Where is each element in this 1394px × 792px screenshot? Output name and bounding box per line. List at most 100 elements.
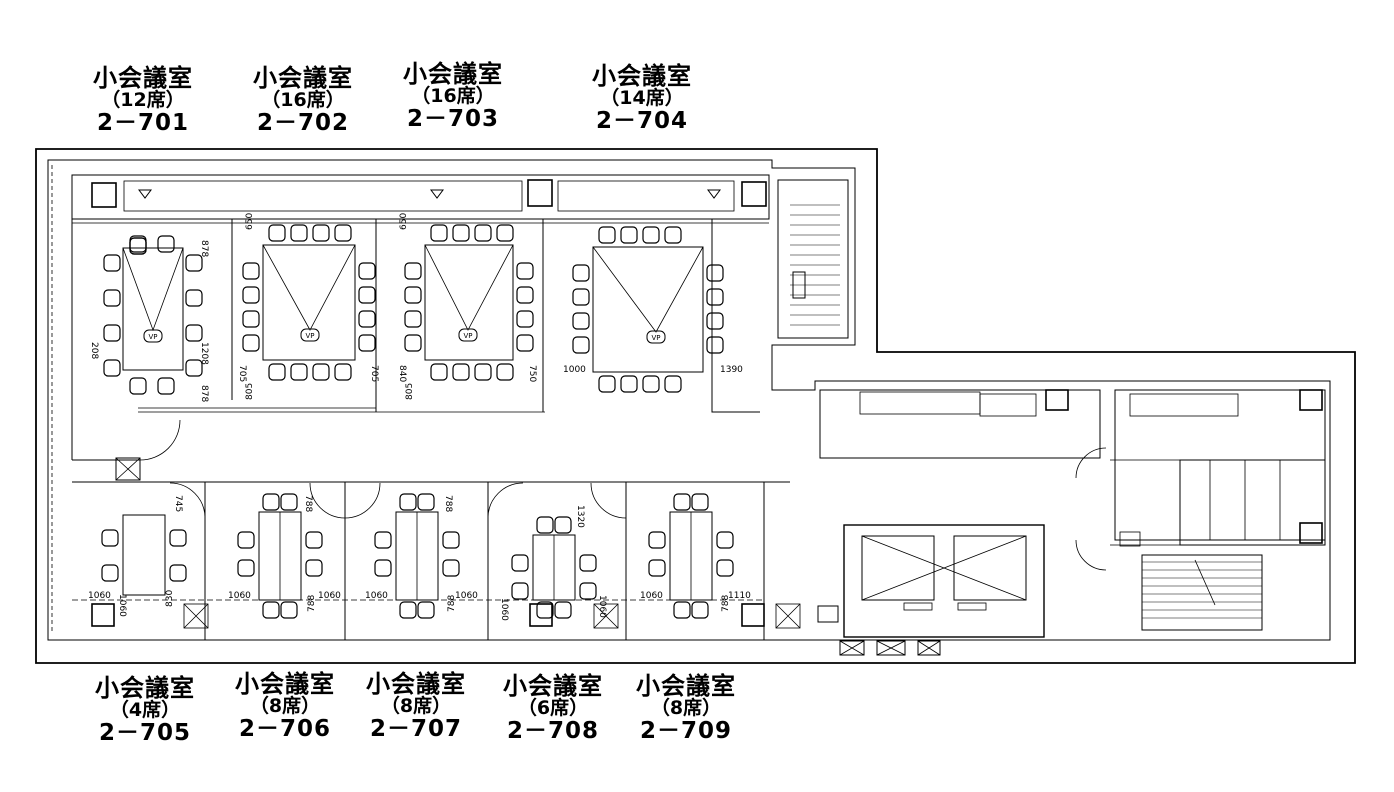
dimension-label: 650	[399, 213, 409, 230]
conference-table	[424, 244, 514, 361]
dimension-label: 788	[443, 495, 453, 512]
chair	[474, 224, 492, 242]
dimension-label: 1060	[640, 591, 663, 601]
projector-label: VP	[463, 332, 472, 340]
conference-table	[592, 246, 704, 373]
chair	[157, 377, 175, 395]
chair	[536, 516, 554, 534]
chair	[169, 529, 187, 547]
chair	[312, 363, 330, 381]
chair	[664, 226, 682, 244]
room-label-2-701: 小会議室 （12席） 2－701	[78, 64, 208, 135]
room-type: 小会議室	[636, 672, 736, 700]
room-number: 2－709	[639, 718, 732, 745]
chair	[358, 286, 376, 304]
projection-line	[122, 247, 184, 332]
conference-table	[262, 244, 356, 361]
chair	[511, 554, 529, 572]
chair	[572, 288, 590, 306]
room-type: 小会議室	[93, 64, 193, 92]
dimension-label: 1060	[499, 598, 509, 621]
chair	[554, 601, 572, 619]
room-label-2-705: 小会議室 （4席） 2－705	[80, 674, 210, 745]
chair	[598, 226, 616, 244]
chair	[404, 334, 422, 352]
dimension-label: 788	[721, 595, 731, 612]
chair	[399, 601, 417, 619]
dimension-label: 1320	[575, 505, 585, 528]
room-number: 2－707	[369, 716, 462, 743]
projector-label: VP	[305, 332, 314, 340]
chair	[452, 363, 470, 381]
column	[91, 182, 117, 208]
room-label-2-706: 小会議室 （8席） 2－706	[220, 670, 350, 741]
chair	[511, 582, 529, 600]
chair	[185, 254, 203, 272]
chair	[417, 493, 435, 511]
chair	[554, 516, 572, 534]
chair	[237, 531, 255, 549]
chair	[169, 564, 187, 582]
chair	[452, 224, 470, 242]
chair	[572, 312, 590, 330]
dimension-label: 650	[245, 213, 255, 230]
room-label-2-704: 小会議室 （14席） 2－704	[577, 62, 707, 133]
dimension-label: 805	[405, 383, 415, 400]
chair	[268, 224, 286, 242]
chair	[691, 601, 709, 619]
projector-icon	[458, 328, 478, 342]
chair	[129, 377, 147, 395]
upper-room-partitions	[71, 219, 760, 460]
dimension-label: 788	[307, 595, 317, 612]
dimension-label: 1060	[597, 595, 607, 618]
chair	[358, 334, 376, 352]
chair	[716, 531, 734, 549]
room-label-2-702: 小会議室 （16席） 2－702	[238, 65, 368, 135]
projection-line	[424, 244, 514, 331]
chair	[312, 224, 330, 242]
dimension-label: 1060	[365, 591, 388, 601]
dimension-label: 805	[245, 383, 255, 400]
chair	[706, 312, 724, 330]
dimension-label: 1390	[720, 365, 743, 375]
room-type: 小会議室	[235, 670, 335, 698]
room-type: 小会議室	[592, 62, 692, 90]
chair	[404, 262, 422, 280]
elevator	[953, 535, 1027, 601]
building-outline	[35, 148, 1356, 664]
room-capacity: （14席）	[600, 87, 684, 110]
chair	[305, 559, 323, 577]
inner-wall	[47, 159, 1331, 641]
dimension-label: 788	[447, 595, 457, 612]
dimension-label: 1060	[228, 591, 251, 601]
dimension-label: 750	[527, 365, 537, 382]
chair	[642, 375, 660, 393]
dimension-label: 1060	[318, 591, 341, 601]
chair	[268, 363, 286, 381]
dimension-label: 705	[237, 365, 247, 382]
chair	[516, 286, 534, 304]
chair	[673, 493, 691, 511]
room-capacity: （12席）	[101, 89, 185, 112]
ceiling-duct	[71, 174, 770, 220]
room-type: 小会議室	[503, 672, 603, 700]
projection-line	[592, 246, 704, 333]
chair	[103, 324, 121, 342]
elevator-hall	[843, 524, 1045, 638]
chair	[280, 493, 298, 511]
chair	[579, 554, 597, 572]
chair	[442, 531, 460, 549]
chair	[572, 336, 590, 354]
room-label-2-707: 小会議室 （8席） 2－707	[351, 671, 481, 743]
dimension-label: 1060	[455, 591, 478, 601]
room-capacity: （6席）	[517, 697, 589, 720]
chair	[620, 226, 638, 244]
chair	[516, 310, 534, 328]
chair	[358, 262, 376, 280]
conference-table	[122, 514, 166, 596]
chair	[399, 493, 417, 511]
chair	[516, 334, 534, 352]
lower-room-partitions	[204, 482, 765, 640]
room-type: 小会議室	[95, 674, 195, 702]
